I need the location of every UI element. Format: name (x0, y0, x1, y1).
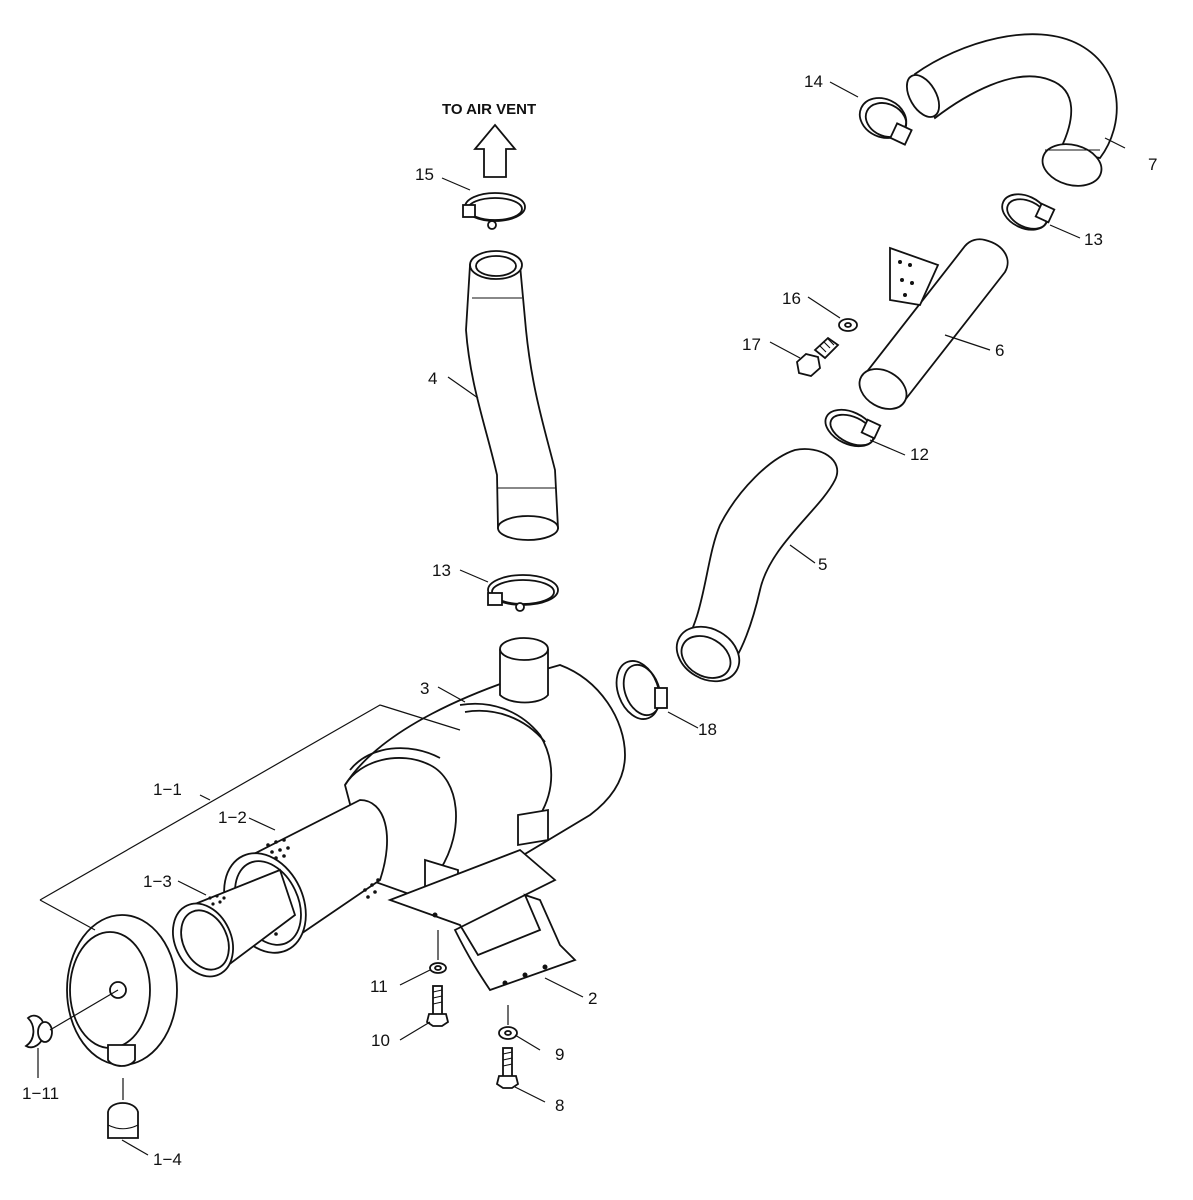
callout-4: 4 (428, 369, 437, 388)
assembly-1-1-bracket-line (39, 704, 461, 931)
callout-7: 7 (1148, 155, 1157, 174)
callout-18: 18 (698, 720, 717, 739)
callout-1-11: 1−11 (22, 1084, 59, 1103)
part-18-hose-clamp (615, 660, 668, 720)
callout-1-4: 1−4 (153, 1150, 182, 1169)
callout-15: 15 (415, 165, 434, 184)
part-17-bolt (796, 336, 840, 377)
part-3-air-cleaner-body (344, 637, 626, 907)
part-9-washer (498, 1026, 518, 1040)
callout-11: 11 (370, 977, 388, 996)
callout-13-top: 13 (1084, 230, 1103, 249)
callout-12: 12 (910, 445, 929, 464)
callout-3: 3 (420, 679, 429, 698)
part-7-bent-pipe (906, 33, 1118, 187)
part-10-bolt (425, 985, 450, 1027)
callout-1-2: 1−2 (218, 808, 247, 827)
part-14-hose-clamp (858, 97, 913, 146)
callout-2: 2 (588, 989, 597, 1008)
part-1-11-wing-nut (24, 989, 119, 1049)
part-12-hose-clamp (824, 408, 882, 448)
part-15-hose-clamp (462, 192, 526, 230)
part-6-straight-pipe (858, 238, 1009, 410)
callout-6: 6 (995, 341, 1004, 360)
part-1-3-inner-element (172, 868, 297, 978)
callout-14: 14 (804, 72, 823, 91)
part-4-curved-pipe (465, 250, 559, 541)
callout-labels: 15 14 7 13 16 17 6 12 4 5 13 3 18 1−1 1−… (22, 72, 1157, 1169)
callout-9: 9 (555, 1045, 564, 1064)
part-8-bolt (495, 1047, 520, 1089)
part-13-hose-clamp-lower (487, 574, 559, 612)
callout-16: 16 (782, 289, 801, 308)
part-5-curved-hose (675, 448, 838, 683)
callout-5: 5 (818, 555, 827, 574)
part-2-bracket (387, 848, 577, 992)
callout-17: 17 (742, 335, 761, 354)
part-1-1-end-cover (66, 914, 178, 1067)
part-16-washer (838, 318, 858, 332)
air-vent-arrow (473, 123, 517, 178)
callout-1-3: 1−3 (143, 872, 172, 891)
callout-1-1: 1−1 (153, 780, 182, 799)
part-11-washer (429, 962, 447, 974)
callout-10: 10 (371, 1031, 390, 1050)
callout-8: 8 (555, 1096, 564, 1115)
callout-13-mid: 13 (432, 561, 451, 580)
part-1-4-dust-cap (107, 1102, 139, 1139)
leader-lines (37, 81, 1126, 1156)
part-13-hose-clamp-upper (1001, 193, 1056, 231)
to-air-vent-label: TO AIR VENT (442, 101, 536, 118)
